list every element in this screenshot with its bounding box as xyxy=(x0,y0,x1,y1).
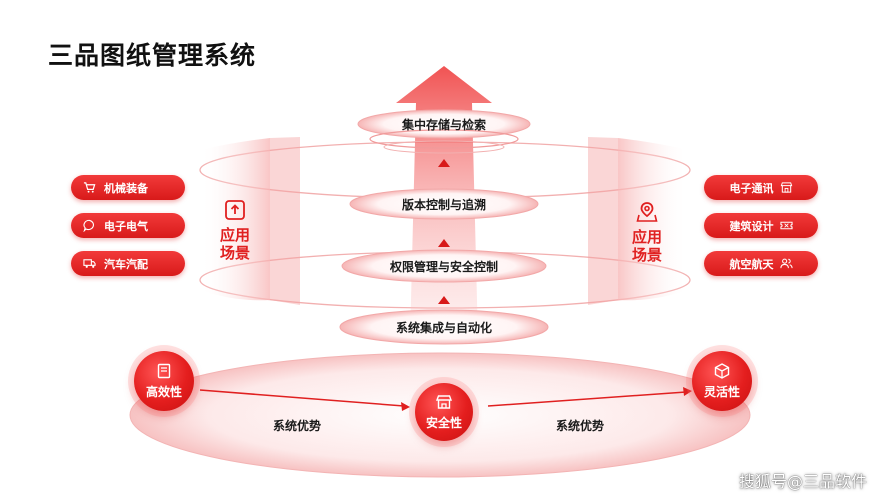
truck-icon xyxy=(83,257,96,270)
arrow-label-right: 系统优势 xyxy=(555,419,605,433)
cube-icon xyxy=(714,363,730,379)
left-scene-label: 应用 场景 xyxy=(219,226,250,262)
map-pin-icon xyxy=(636,202,658,222)
layer-label-storage: 集中存储与检索 xyxy=(401,118,487,132)
left-scene-item-electrical: 电子电气 xyxy=(71,213,185,238)
advantage-efficiency: 高效性 xyxy=(134,351,194,411)
cart-icon xyxy=(83,181,96,194)
advantage-label: 安全性 xyxy=(425,416,462,430)
right-scene-item-aerospace: 航空航天 xyxy=(704,251,818,276)
left-scene-item-machinery: 机械装备 xyxy=(71,175,185,200)
right-scene-item-label: 航空航天 xyxy=(729,257,774,271)
ticket-icon xyxy=(779,219,793,232)
chat-icon xyxy=(83,219,96,232)
advantage-flexibility: 灵活性 xyxy=(692,351,752,411)
store-icon xyxy=(780,181,793,194)
layer-label-integration: 系统集成与自动化 xyxy=(395,321,493,335)
left-scene-item-label: 汽车汽配 xyxy=(104,257,148,271)
upload-icon xyxy=(225,200,245,220)
advantage-label: 高效性 xyxy=(145,385,182,399)
watermark: 搜狐号@三品软件 xyxy=(738,472,867,491)
right-scene-item-label: 电子通讯 xyxy=(729,181,774,195)
right-panel xyxy=(618,138,688,301)
users-icon xyxy=(779,257,793,270)
arrow-label-left: 系统优势 xyxy=(272,419,322,433)
left-scene-item-label: 电子电气 xyxy=(104,219,148,233)
right-scene-item-architecture: 建筑设计 xyxy=(704,213,818,238)
advantage-label: 灵活性 xyxy=(703,385,740,399)
layer-label-permission: 权限管理与安全控制 xyxy=(389,260,499,274)
right-scene-item-telecom: 电子通讯 xyxy=(704,175,818,200)
page-title: 三品图纸管理系统 xyxy=(48,41,257,70)
left-scene-item-auto: 汽车汽配 xyxy=(71,251,185,276)
left-scene-item-label: 机械装备 xyxy=(104,181,148,195)
shop-icon xyxy=(435,395,453,409)
right-scene-item-label: 建筑设计 xyxy=(729,219,774,233)
right-scene-label: 应用 场景 xyxy=(631,228,662,264)
book-icon xyxy=(157,363,171,379)
advantage-security: 安全性 xyxy=(415,383,473,441)
layer-label-version: 版本控制与追溯 xyxy=(401,198,487,212)
